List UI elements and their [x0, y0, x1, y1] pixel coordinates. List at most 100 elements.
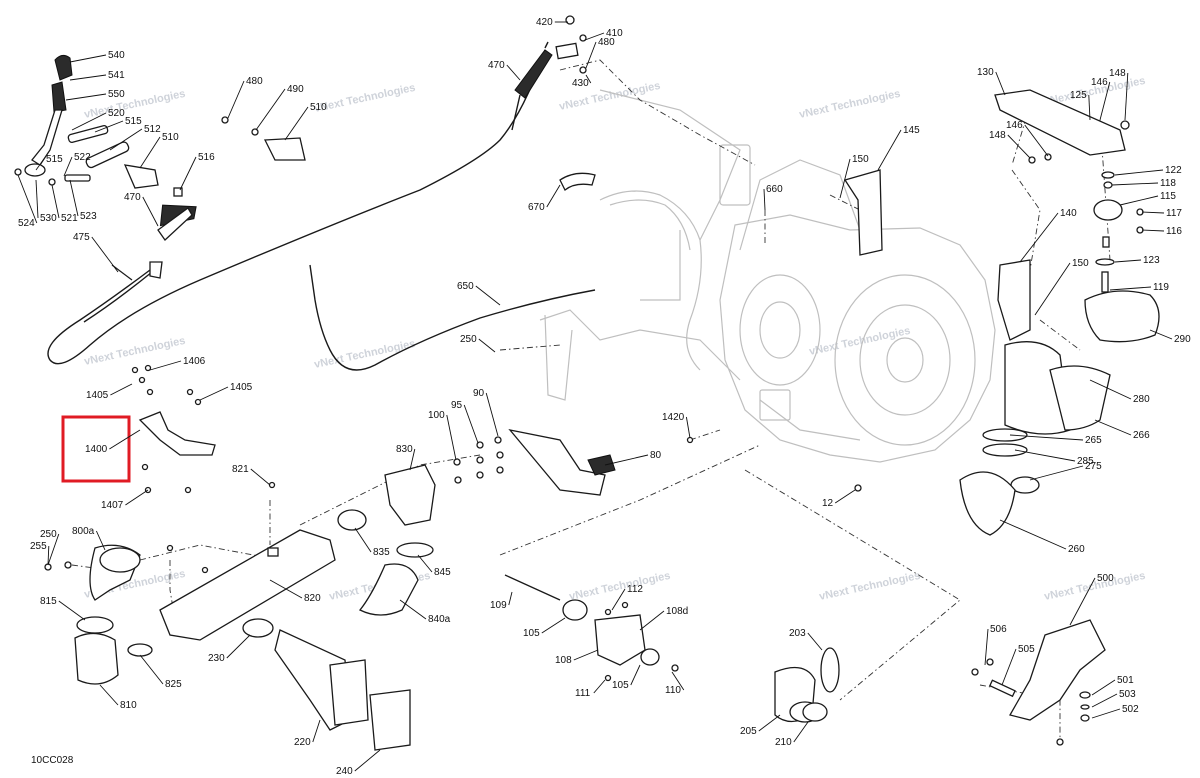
callout-670[interactable]: 670 — [528, 202, 545, 213]
callout-290[interactable]: 290 — [1174, 334, 1191, 345]
callout-117[interactable]: 117 — [1166, 208, 1182, 219]
callout-821[interactable]: 821 — [232, 464, 249, 475]
callout-122[interactable]: 122 — [1165, 165, 1182, 176]
callout-505[interactable]: 505 — [1018, 644, 1035, 655]
callout-470a[interactable]: 470 — [124, 192, 141, 203]
callout-815[interactable]: 815 — [40, 596, 57, 607]
callout-115[interactable]: 115 — [1160, 191, 1176, 202]
callout-123[interactable]: 123 — [1143, 255, 1160, 266]
callout-845[interactable]: 845 — [434, 567, 451, 578]
callout-520[interactable]: 520 — [108, 108, 125, 119]
callout-119[interactable]: 119 — [1153, 282, 1169, 293]
leader-line-506 — [984, 628, 989, 666]
callout-820[interactable]: 820 — [304, 593, 321, 604]
callout-835[interactable]: 835 — [373, 547, 390, 558]
callout-95[interactable]: 95 — [451, 400, 463, 411]
callout-512[interactable]: 512 — [144, 124, 161, 135]
callout-1420[interactable]: 1420 — [662, 412, 685, 423]
callout-515b[interactable]: 515 — [46, 154, 63, 165]
callout-112[interactable]: 112 — [627, 584, 643, 595]
callout-265[interactable]: 265 — [1085, 435, 1102, 446]
callout-111[interactable]: 111 — [575, 688, 591, 699]
callout-420[interactable]: 420 — [536, 17, 553, 28]
highlight-box-1400 — [61, 415, 131, 483]
callout-1405a[interactable]: 1405 — [86, 390, 109, 401]
callout-480b[interactable]: 480 — [598, 37, 615, 48]
callout-410[interactable]: 410 — [606, 28, 623, 39]
callout-660[interactable]: 660 — [766, 184, 783, 195]
callout-480a[interactable]: 480 — [246, 76, 263, 87]
callout-146a[interactable]: 146 — [1091, 77, 1108, 88]
callout-130[interactable]: 130 — [977, 67, 994, 78]
callout-110[interactable]: 110 — [665, 685, 681, 696]
callout-500[interactable]: 500 — [1097, 573, 1114, 584]
callout-521[interactable]: 521 — [61, 213, 78, 224]
callout-506[interactable]: 506 — [990, 624, 1007, 635]
callout-145[interactable]: 145 — [903, 125, 920, 136]
callout-105b[interactable]: 105 — [612, 680, 629, 691]
callout-220[interactable]: 220 — [294, 737, 311, 748]
callout-540[interactable]: 540 — [108, 50, 125, 61]
callout-205[interactable]: 205 — [740, 726, 757, 737]
actuator-assembly — [504, 574, 679, 682]
callout-285[interactable]: 285 — [1077, 456, 1094, 467]
callout-210[interactable]: 210 — [775, 737, 792, 748]
callout-266[interactable]: 266 — [1133, 430, 1150, 441]
callout-203[interactable]: 203 — [789, 628, 806, 639]
leader-line-285 — [1014, 449, 1076, 462]
callout-116[interactable]: 116 — [1166, 226, 1182, 237]
callout-475[interactable]: 475 — [73, 232, 90, 243]
callout-515a[interactable]: 515 — [125, 116, 142, 127]
callout-1405b[interactable]: 1405 — [230, 382, 253, 393]
callout-825[interactable]: 825 — [165, 679, 182, 690]
callout-250b[interactable]: 250 — [40, 529, 57, 540]
callout-90[interactable]: 90 — [473, 388, 485, 399]
callout-140[interactable]: 140 — [1060, 208, 1077, 219]
callout-810[interactable]: 810 — [120, 700, 137, 711]
callout-230[interactable]: 230 — [208, 653, 225, 664]
callout-148a[interactable]: 148 — [1109, 68, 1126, 79]
callout-108d[interactable]: 108d — [666, 606, 688, 617]
callout-550[interactable]: 550 — [108, 89, 125, 100]
callout-490[interactable]: 490 — [287, 84, 304, 95]
callout-522[interactable]: 522 — [74, 152, 91, 163]
callout-516[interactable]: 516 — [198, 152, 215, 163]
callout-148b[interactable]: 148 — [989, 130, 1006, 141]
callout-118[interactable]: 118 — [1160, 178, 1176, 189]
callout-510a[interactable]: 510 — [162, 132, 179, 143]
callout-1406[interactable]: 1406 — [183, 356, 206, 367]
callout-105a[interactable]: 105 — [523, 628, 540, 639]
callout-541[interactable]: 541 — [108, 70, 125, 81]
callout-800a[interactable]: 800a — [72, 526, 95, 537]
callout-150a[interactable]: 150 — [852, 154, 869, 165]
callout-1407[interactable]: 1407 — [101, 500, 124, 511]
callout-108[interactable]: 108 — [555, 655, 572, 666]
callout-125[interactable]: 125 — [1070, 90, 1087, 101]
callout-530[interactable]: 530 — [40, 213, 57, 224]
callout-524[interactable]: 524 — [18, 218, 35, 229]
callout-280[interactable]: 280 — [1133, 394, 1150, 405]
callout-650[interactable]: 650 — [457, 281, 474, 292]
callout-502[interactable]: 502 — [1122, 704, 1139, 715]
callout-503[interactable]: 503 — [1119, 689, 1136, 700]
callout-150b[interactable]: 150 — [1072, 258, 1089, 269]
callout-146b[interactable]: 146 — [1006, 120, 1023, 131]
callout-80[interactable]: 80 — [650, 450, 662, 461]
callout-275[interactable]: 275 — [1085, 461, 1102, 472]
callout-430[interactable]: 430 — [572, 78, 589, 89]
callout-260[interactable]: 260 — [1068, 544, 1085, 555]
callout-109[interactable]: 109 — [490, 600, 507, 611]
callout-1400[interactable]: 1400 — [85, 444, 108, 455]
callout-830[interactable]: 830 — [396, 444, 413, 455]
callout-12[interactable]: 12 — [822, 498, 834, 509]
callout-840a[interactable]: 840a — [428, 614, 451, 625]
callout-240[interactable]: 240 — [336, 766, 353, 777]
callout-510b[interactable]: 510 — [310, 102, 327, 113]
callout-255[interactable]: 255 — [30, 541, 47, 552]
callout-523[interactable]: 523 — [80, 211, 97, 222]
callout-501[interactable]: 501 — [1117, 675, 1134, 686]
leader-line-150b — [1034, 262, 1071, 316]
callout-100[interactable]: 100 — [428, 410, 445, 421]
callout-250a[interactable]: 250 — [460, 334, 477, 345]
callout-470b[interactable]: 470 — [488, 60, 505, 71]
